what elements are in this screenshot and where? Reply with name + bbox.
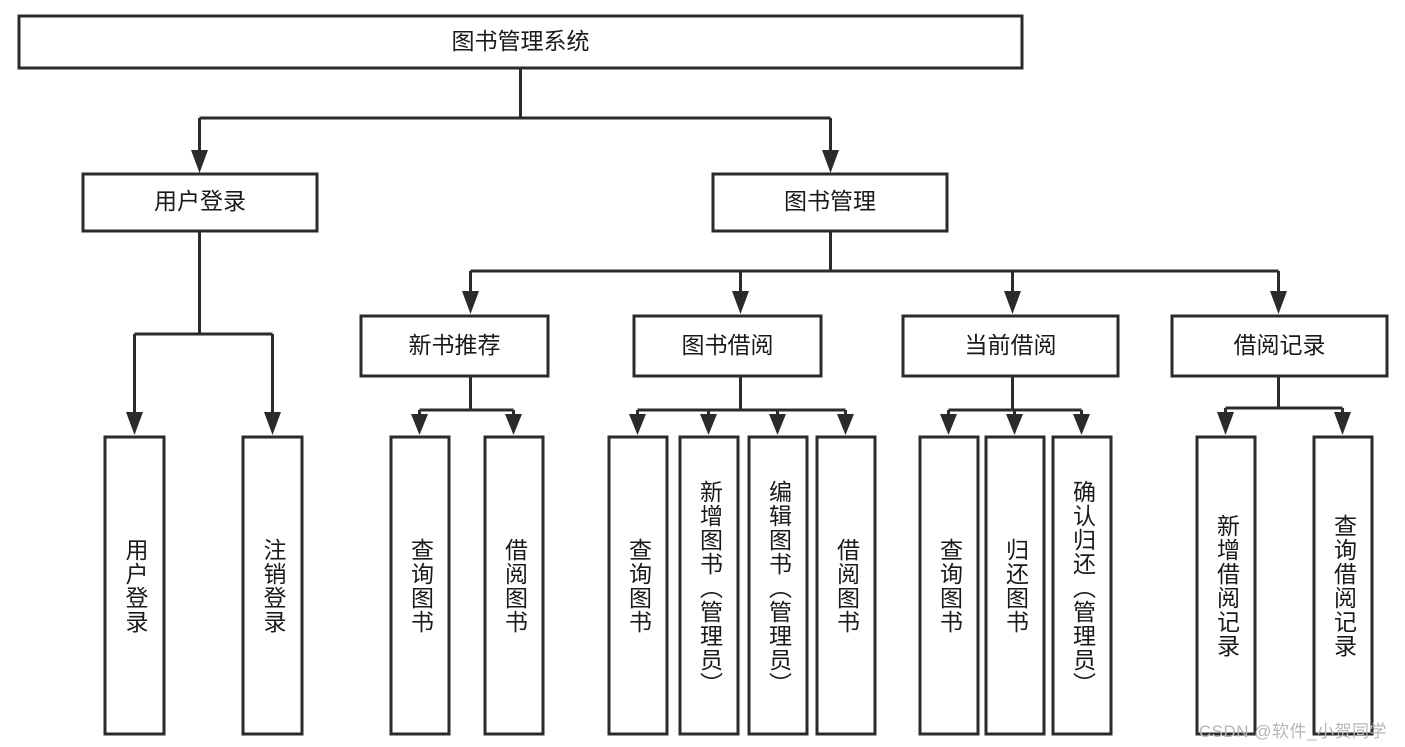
node-user-login-label: 用户登录	[154, 188, 246, 214]
connector-book-borrow-to-leaves	[629, 377, 854, 435]
node-current-borrow[interactable]: 当前借阅	[901, 314, 1120, 378]
leaf-box-current-return[interactable]	[984, 435, 1046, 736]
node-root-system[interactable]: 图书管理系统	[17, 14, 1024, 70]
leaf-box-record-add[interactable]	[1195, 435, 1257, 736]
leaf-box-borrow-query[interactable]	[607, 435, 669, 736]
connector-book-manage-to-level3	[462, 232, 1287, 314]
node-book-borrow[interactable]: 图书借阅	[632, 314, 823, 378]
node-book-manage[interactable]: 图书管理	[711, 172, 949, 233]
leaf-box-current-confirm[interactable]	[1051, 435, 1113, 736]
connector-borrow-record-to-leaves	[1217, 377, 1351, 435]
connector-current-borrow-to-leaves	[940, 377, 1090, 435]
node-book-manage-label: 图书管理	[784, 188, 876, 214]
node-book-borrow-label: 图书借阅	[682, 332, 774, 358]
leaf-box-borrow-edit[interactable]	[747, 435, 809, 736]
node-borrow-record[interactable]: 借阅记录	[1170, 314, 1389, 378]
leaf-box-borrow-add[interactable]	[678, 435, 740, 736]
leaf-box-borrow-lend[interactable]	[815, 435, 877, 736]
leaf-box-user-login-login[interactable]	[103, 435, 166, 736]
leaf-box-record-query[interactable]	[1312, 435, 1374, 736]
leaf-box-recommend-borrow[interactable]	[483, 435, 545, 736]
node-new-book-recommend[interactable]: 新书推荐	[359, 314, 550, 378]
watermark: CSDN @软件_小贺同学	[1198, 722, 1387, 741]
node-root-system-label: 图书管理系统	[452, 28, 590, 54]
leaf-box-recommend-query[interactable]	[389, 435, 451, 736]
node-borrow-record-label: 借阅记录	[1234, 332, 1326, 358]
connector-root-to-level2	[191, 68, 839, 173]
connector-user-login-to-leaves	[126, 232, 281, 435]
node-current-borrow-label: 当前借阅	[965, 332, 1057, 358]
leaf-box-user-login-logout[interactable]	[241, 435, 304, 736]
node-user-login[interactable]: 用户登录	[81, 172, 319, 233]
leaf-box-current-query[interactable]	[918, 435, 980, 736]
connector-new-book-to-leaves	[411, 377, 522, 435]
node-new-book-recommend-label: 新书推荐	[409, 332, 501, 358]
